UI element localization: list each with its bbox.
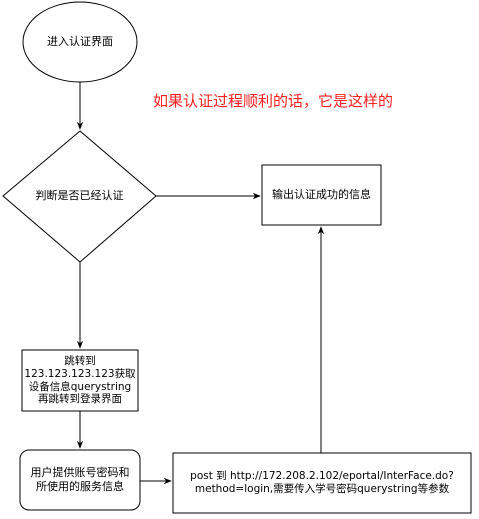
user-input-label: 用户提供账号密码和 所使用的服务信息	[30, 466, 130, 493]
post-box	[172, 452, 472, 514]
success-box	[261, 164, 382, 226]
decision-label: 判断是否已经认证	[35, 189, 124, 203]
success-label: 输出认证成功的信息	[272, 188, 371, 202]
start-label: 进入认证界面	[47, 35, 113, 49]
redirect-label: 跳转到 123.123.123.123获取 设备信息querystring 再跳…	[24, 355, 136, 406]
annotation-text: 如果认证过程顺利的话，它是这样的	[153, 92, 394, 110]
user-input-box	[19, 449, 141, 511]
post-label: post 到 http://172.208.2.102/eportal/Inte…	[190, 469, 454, 495]
